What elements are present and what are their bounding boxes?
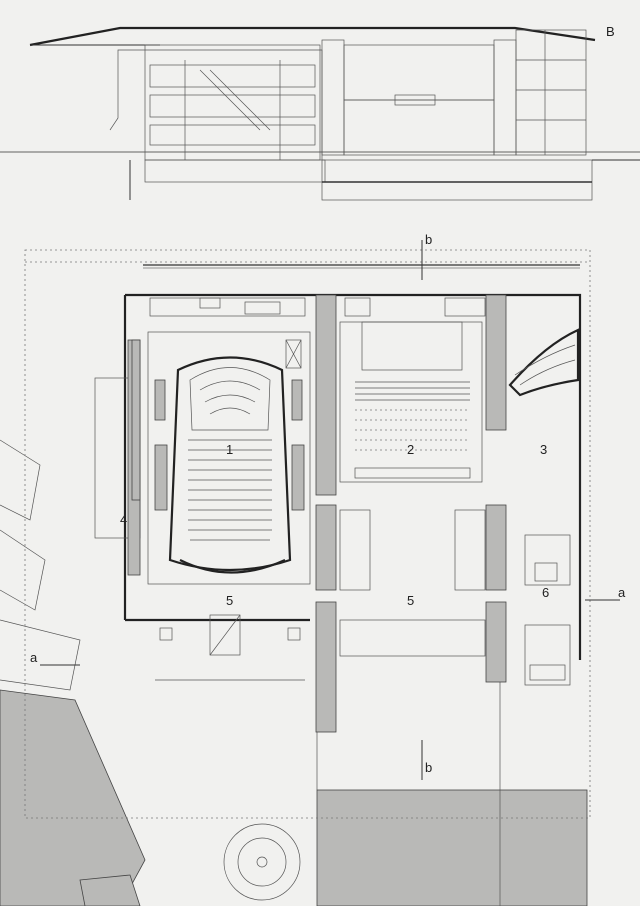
floor-plan bbox=[24, 240, 620, 819]
cut-marker-a-left: a bbox=[30, 650, 38, 665]
auditorium-1-rows bbox=[188, 439, 272, 541]
room-label-5-left: 5 bbox=[226, 593, 233, 608]
section-elevation bbox=[0, 26, 640, 201]
section-marker-b: B bbox=[606, 24, 615, 39]
cut-marker-b-bottom: b bbox=[425, 760, 432, 775]
room-label-1: 1 bbox=[226, 442, 233, 457]
room-label-2: 2 bbox=[407, 442, 414, 457]
cut-marker-a-right: a bbox=[618, 585, 626, 600]
hall-2-rows bbox=[355, 381, 470, 451]
room-label-4: 4 bbox=[120, 512, 127, 527]
room-label-5-center: 5 bbox=[407, 593, 414, 608]
room-label-3: 3 bbox=[540, 442, 547, 457]
room-label-6: 6 bbox=[542, 585, 549, 600]
site-context bbox=[0, 439, 588, 906]
cut-marker-b-top: b bbox=[425, 232, 432, 247]
